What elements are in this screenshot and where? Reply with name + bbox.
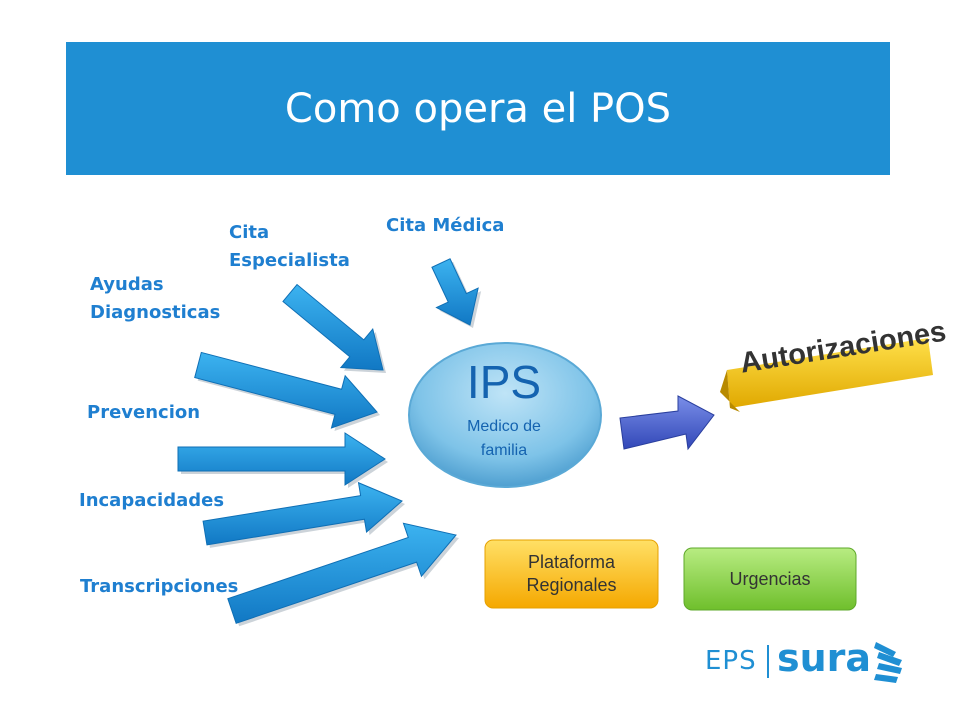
input-arrow-incapacidades	[202, 481, 403, 546]
input-arrow-cita-especialista	[282, 283, 384, 371]
ips-subtitle: Medico de familia	[467, 418, 541, 459]
urgencias-label: Urgencias	[729, 568, 811, 589]
urgencias-box	[683, 547, 857, 611]
logo-sura: sura	[777, 636, 872, 680]
slide-title: Como opera el POS	[284, 85, 672, 132]
input-arrow-transcripciones	[227, 522, 457, 624]
label-prevencion: Prevencion	[87, 402, 201, 423]
label-cita-especialista: Cita Especialista	[229, 222, 350, 271]
title-bar: Como opera el POS	[66, 42, 890, 175]
label-cita-medica: Cita Médica	[386, 215, 505, 236]
ips-node	[408, 342, 602, 488]
plataforma-box	[484, 539, 659, 609]
label-ayudas-diagnosticas: Ayudas Diagnosticas	[90, 274, 221, 323]
input-arrow-ayudas-diagnosticas	[194, 351, 378, 429]
logo-eps: EPS	[705, 646, 757, 676]
sura-logo-swoosh	[874, 642, 902, 683]
input-arrows	[177, 258, 482, 627]
output-arrow	[619, 395, 715, 451]
input-arrow-cita-medica	[431, 258, 479, 326]
label-incapacidades: Incapacidades	[79, 490, 225, 511]
autorizaciones-banner	[720, 338, 933, 412]
label-transcripciones: Transcripciones	[80, 576, 239, 597]
plataforma-label: Plataforma Regionales	[526, 552, 617, 595]
input-arrow-prevencion	[177, 432, 386, 486]
ips-title: IPS	[466, 356, 542, 408]
